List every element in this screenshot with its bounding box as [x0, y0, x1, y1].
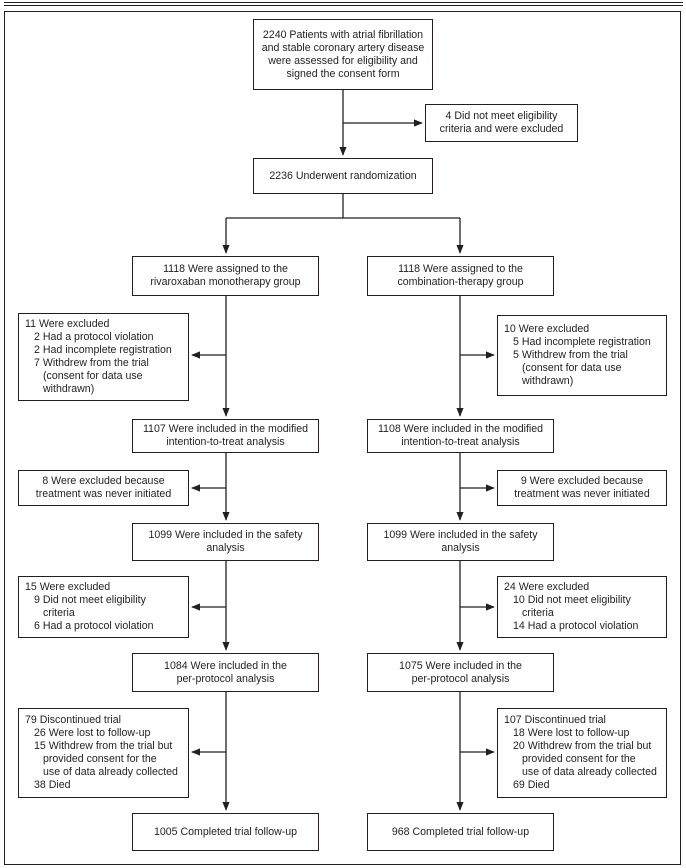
- box-text-line: analysis: [441, 542, 480, 554]
- box-text-line: 1099 Were included in the safety: [148, 529, 303, 541]
- box-text-line: 1108 Were included in the modified: [377, 423, 544, 435]
- box-text-line: 9 Did not meet eligibility: [34, 594, 146, 606]
- box-text-line: (consent for data use: [522, 362, 622, 374]
- box-text-line: provided consent for the: [522, 753, 636, 765]
- box-text-line: 1075 Were included in the: [399, 659, 522, 672]
- box-text-line: 26 Were lost to follow-up: [34, 727, 151, 739]
- box-text-line: 6 Had a protocol violation: [34, 620, 154, 632]
- box-text-line: (consent for data use: [43, 370, 143, 382]
- box-text-line: criteria and were excluded: [439, 123, 564, 135]
- box-text-line: 14 Had a protocol violation: [513, 620, 639, 632]
- box-text-line: intention-to-treat analysis: [166, 436, 285, 448]
- box-text-line: 968 Completed trial follow-up: [391, 825, 530, 838]
- right-completed-box: 968 Completed trial follow-up: [367, 813, 554, 851]
- box-text-line: combination-therapy group: [397, 276, 524, 288]
- box-text-line: use of data already collected: [522, 766, 657, 778]
- box-text-line: withdrawn): [522, 375, 574, 387]
- box-text-line: 5 Withdrew from the trial: [513, 349, 628, 361]
- box-text-line: 4 Did not meet eligibility: [445, 110, 558, 122]
- box-text-line: and stable coronary artery disease: [261, 41, 425, 54]
- box-text-line: 79 Discontinued trial: [25, 714, 121, 726]
- top-rule: [4, 2, 683, 3]
- box-text-line: withdrawn): [43, 383, 95, 395]
- box-text-line: 2 Had a protocol violation: [34, 331, 154, 343]
- box-text-line: use of data already collected: [43, 766, 178, 778]
- top-rule-secondary: [4, 5, 683, 6]
- box-text-line: treatment was never initiated: [514, 488, 650, 500]
- box-text-line: signed the consent form: [286, 67, 400, 80]
- box-text-line: provided consent for the: [43, 753, 157, 765]
- box-text-line: 5 Had incomplete registration: [513, 336, 651, 348]
- box-text-line: 10 Were excluded: [504, 323, 590, 335]
- box-text-line: 1118 Were assigned to the: [398, 263, 523, 275]
- box-text-line: 1118 Were assigned to the: [163, 263, 288, 275]
- box-text-line: criteria: [43, 607, 75, 619]
- box-text-line: 8 Were excluded because: [42, 475, 165, 487]
- box-text-line: 20 Withdrew from the trial but: [513, 740, 652, 752]
- box-text-line: were assessed for eligibility and: [268, 54, 418, 67]
- box-text-line: 107 Discontinued trial: [504, 714, 606, 726]
- box-text-line: treatment was never initiated: [35, 488, 172, 500]
- box-text-line: 38 Died: [34, 779, 71, 791]
- box-text-line: 15 Were excluded: [25, 581, 111, 593]
- box-text-line: 2 Had incomplete registration: [34, 344, 172, 356]
- box-text-line: 1107 Were included in the modified: [142, 423, 309, 435]
- left-completed-box: 1005 Completed trial follow-up: [132, 813, 319, 851]
- box-text-line: 18 Were lost to follow-up: [513, 727, 630, 739]
- box-text-line: per-protocol analysis: [176, 672, 275, 685]
- box-text-line: 2236 Underwent randomization: [269, 169, 417, 182]
- box-text-line: 11 Were excluded: [25, 318, 110, 330]
- box-text-line: 9 Were excluded because: [520, 475, 644, 487]
- randomization-box: 2236 Underwent randomization: [253, 158, 433, 194]
- box-text-line: per-protocol analysis: [411, 672, 510, 685]
- box-text-line: intention-to-treat analysis: [401, 436, 520, 448]
- box-text-line: 69 Died: [513, 779, 550, 791]
- box-text-line: criteria: [522, 607, 554, 619]
- box-text-line: analysis: [206, 542, 245, 554]
- figure-frame: [4, 11, 681, 865]
- box-text-line: 10 Did not meet eligibility: [513, 594, 631, 606]
- box-text-line: rivaroxaban monotherapy group: [150, 276, 301, 288]
- box-text-line: 1084 Were included in the: [164, 659, 287, 672]
- box-text-line: 1005 Completed trial follow-up: [153, 825, 298, 838]
- box-text-line: 24 Were excluded: [504, 581, 590, 593]
- box-text-line: 1099 Were included in the safety: [383, 529, 538, 541]
- box-text-line: 15 Withdrew from the trial but: [34, 740, 173, 752]
- box-text-line: 2240 Patients with atrial fibrillation: [262, 28, 424, 41]
- box-text-line: 7 Withdrew from the trial: [34, 357, 149, 369]
